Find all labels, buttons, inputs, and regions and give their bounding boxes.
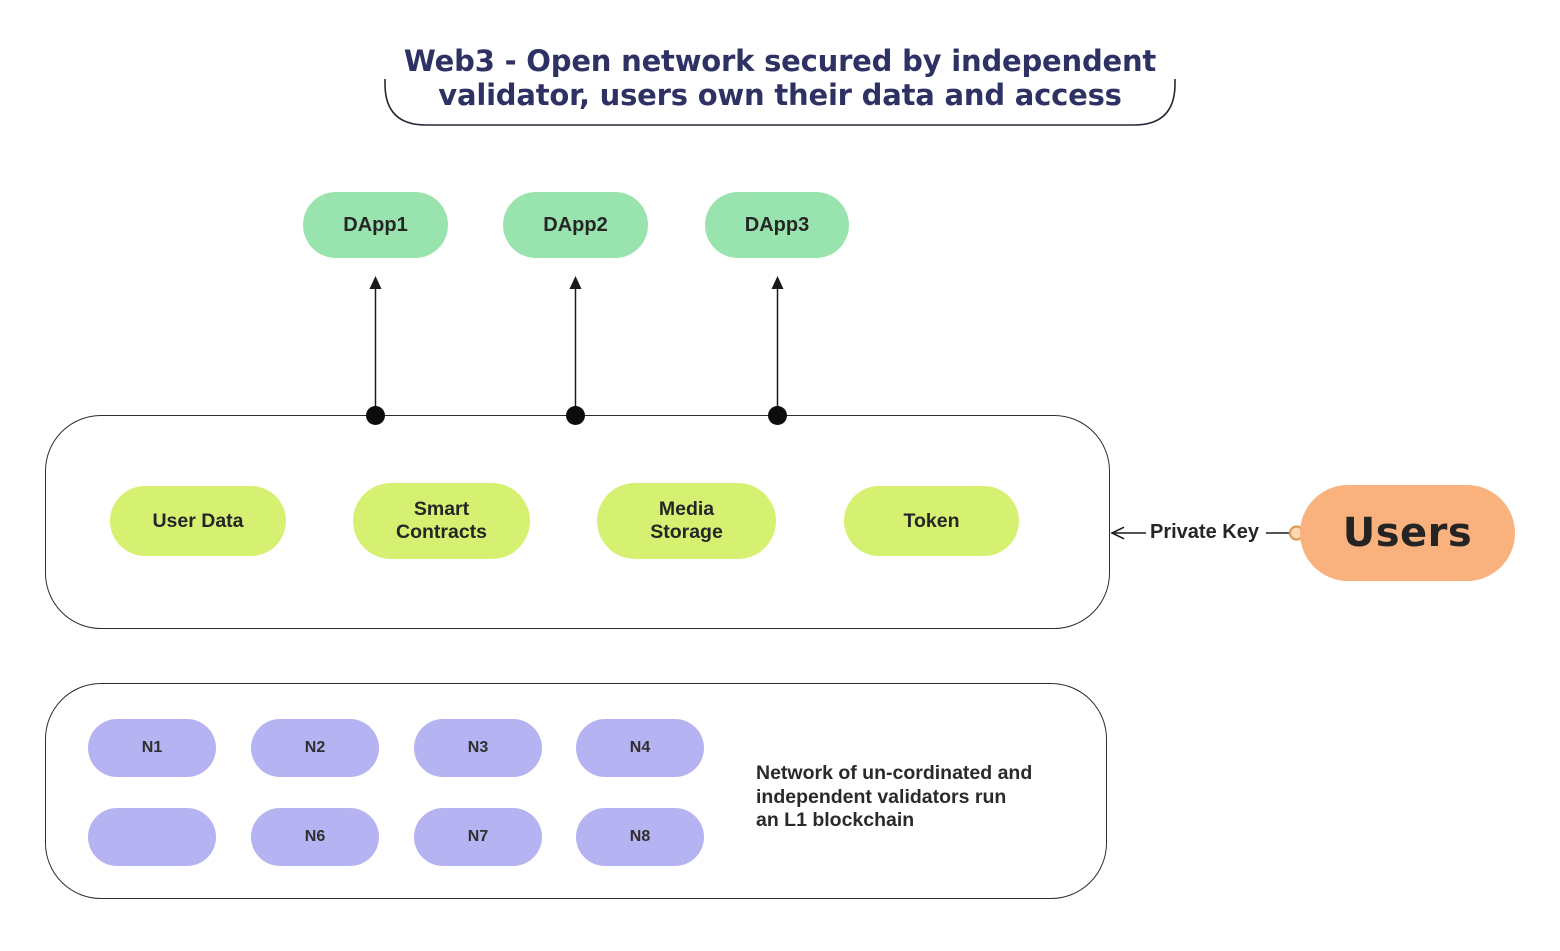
- node-pill-n4: N4: [576, 719, 704, 777]
- smart-contracts-pill: Smart Contracts: [353, 483, 530, 559]
- validators-description-line3: an L1 blockchain: [756, 809, 915, 831]
- arrow-up-connector-dapp2: [566, 276, 585, 425]
- arrowhead-up-icon: [369, 276, 382, 289]
- node-label-n7: N7: [467, 828, 489, 845]
- page-title-line-1: Web3 - Open network secured by independe…: [403, 44, 1157, 78]
- user-data-pill: User Data: [110, 486, 286, 556]
- media-storage-label-line2: Storage: [650, 521, 723, 543]
- node-label-n3: N3: [467, 739, 489, 756]
- arrow-up-connector-dapp3: [768, 276, 787, 425]
- node-label-n1: N1: [141, 739, 163, 756]
- token-label: Token: [903, 509, 960, 532]
- dapp2-label: DApp2: [543, 213, 608, 236]
- arrowhead-up-icon: [771, 276, 784, 289]
- user-data-label: User Data: [152, 509, 244, 532]
- node-label-n6: N6: [304, 828, 326, 845]
- private-key-label: Private Key: [1150, 521, 1259, 543]
- node-pill-n2: N2: [251, 719, 379, 777]
- node-pill-n8: N8: [576, 808, 704, 866]
- node-pill-n7: N7: [414, 808, 542, 866]
- token-pill: Token: [844, 486, 1019, 556]
- node-label-n2: N2: [304, 739, 326, 756]
- page-title: Web3 - Open network secured by independe…: [280, 44, 1280, 112]
- dapp3-pill: DApp3: [705, 192, 849, 258]
- validators-description: Network of un-cordinated and independent…: [756, 762, 1096, 833]
- validators-description-line2: independent validators run: [756, 785, 1007, 808]
- smart-contracts-label-line2: Contracts: [395, 521, 488, 543]
- media-storage-pill: Media Storage: [597, 483, 776, 559]
- node-pill-n3: N3: [414, 719, 542, 777]
- dapp3-label: DApp3: [744, 213, 810, 236]
- node-pill-n1: N1: [88, 719, 216, 777]
- arrow-up-connector-dapp1: [366, 276, 385, 425]
- validators-description-line1: Network of un-cordinated and: [756, 762, 1033, 784]
- node-label-n4: N4: [629, 739, 651, 756]
- users-pill: Users: [1300, 485, 1515, 581]
- arrowhead-left-icon: [1110, 526, 1125, 540]
- media-storage-label-line1: Media: [658, 498, 715, 520]
- page-title-line-2: validator, users own their data and acce…: [438, 78, 1122, 112]
- node-label-n8: N8: [629, 828, 651, 845]
- users-label: Users: [1342, 510, 1473, 556]
- dapp2-pill: DApp2: [503, 192, 648, 258]
- validators-container: [45, 683, 1107, 899]
- smart-contracts-label-line1: Smart: [413, 498, 470, 520]
- dapp1-label: DApp1: [343, 213, 408, 236]
- arrowhead-up-icon: [569, 276, 582, 289]
- node-pill-unlabeled: [88, 808, 216, 866]
- dapp1-pill: DApp1: [303, 192, 448, 258]
- node-pill-n6: N6: [251, 808, 379, 866]
